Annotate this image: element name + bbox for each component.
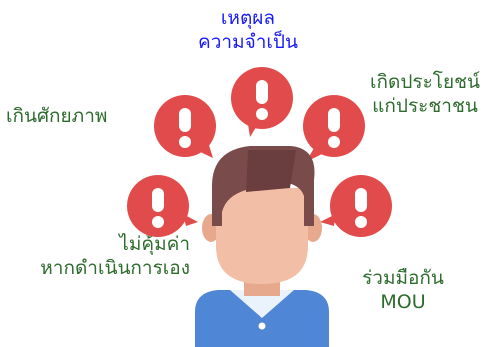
label-right-upper: เกิดประโยชน์ แก่ประชาชน bbox=[355, 70, 495, 118]
label-right-upper-line1: เกิดประโยชน์ bbox=[369, 71, 481, 93]
label-top-line1: เหตุผล bbox=[220, 7, 276, 29]
exclamation-bubble-icon-top bbox=[231, 67, 293, 137]
label-top: เหตุผล ความจำเป็น bbox=[180, 6, 316, 54]
label-right-upper-line2: แก่ประชาชน bbox=[372, 95, 478, 117]
person-avatar-icon bbox=[195, 146, 329, 347]
label-top-line2: ความจำเป็น bbox=[198, 31, 298, 53]
exclamation-bubble-icon-right-lower bbox=[320, 175, 392, 237]
exclamation-bubble-icon-left-upper bbox=[154, 95, 216, 158]
label-left-upper-line1: เกินศักยภาพ bbox=[6, 105, 108, 127]
label-right-lower-line2: MOU bbox=[380, 291, 426, 313]
label-left-lower-line2: หากดำเนินการเอง bbox=[40, 257, 190, 279]
label-right-lower: ร่วมมือกัน MOU bbox=[338, 266, 468, 314]
label-left-lower: ไม่คุ้มค่า หากดำเนินการเอง bbox=[4, 232, 190, 280]
exclamation-bubble-icon-left-lower bbox=[127, 175, 198, 237]
label-left-upper: เกินศักยภาพ bbox=[6, 104, 146, 128]
label-right-lower-line1: ร่วมมือกัน bbox=[362, 267, 444, 289]
exclamation-bubble-icon-right-upper bbox=[303, 95, 365, 162]
label-left-lower-line1: ไม่คุ้มค่า bbox=[119, 233, 190, 255]
